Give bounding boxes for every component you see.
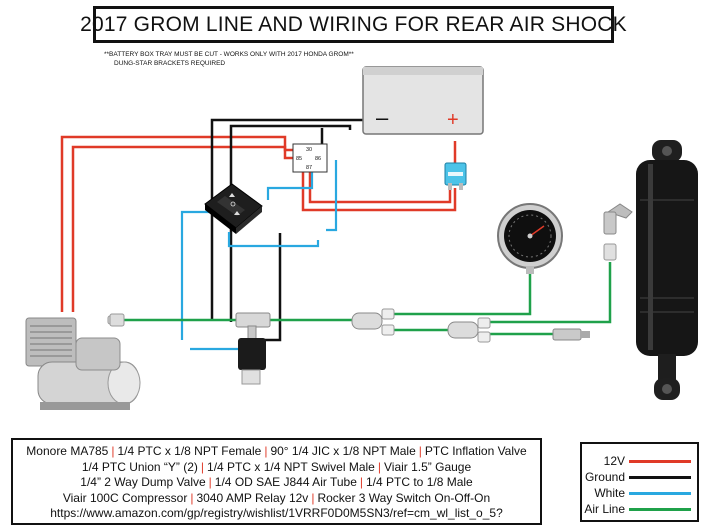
- legend-swatch-white: [629, 492, 691, 495]
- legend-row-12v: 12V: [582, 453, 697, 469]
- relay-pin-85: 85: [296, 156, 302, 162]
- part-viair-gauge: Viair 1.5” Gauge: [383, 459, 472, 474]
- battery-negative-label: –: [376, 105, 389, 130]
- parts-line-4: Viair 100C Compressor|3040 AMP Relay 12v…: [62, 490, 491, 505]
- battery-icon: – +: [362, 66, 484, 135]
- parts-line-5: https://www.amazon.com/gp/registry/wishl…: [17, 506, 536, 522]
- dump-valve-icon: [235, 312, 271, 385]
- legend-row-ground: Ground: [582, 469, 697, 485]
- part-rocker-switch: Rocker 3 Way Switch On-Off-On: [317, 490, 491, 505]
- legend-swatch-ground: [629, 476, 691, 479]
- wires-12v: [60, 135, 457, 312]
- legend-label: Ground: [584, 470, 625, 484]
- legend: 12V Ground White Air Line: [580, 442, 699, 522]
- title-box: 2017 GROM LINE AND WIRING FOR REAR AIR S…: [80, 6, 627, 43]
- gauge-icon: [497, 203, 563, 274]
- part-swivel-male: 1/4 PTC x 1/4 NPT Swivel Male: [207, 459, 375, 474]
- relay-icon: 30 85 86 87: [292, 143, 328, 173]
- battery-positive-label: +: [447, 109, 459, 131]
- wishlist-url: https://www.amazon.com/gp/registry/wishl…: [50, 506, 503, 521]
- note-battery-tray: **BATTERY BOX TRAY MUST BE CUT - WORKS O…: [104, 51, 354, 58]
- relay-pin-30: 30: [306, 147, 312, 153]
- y-union-icon-2: [447, 317, 491, 343]
- parts-line-3: 1/4” 2 Way Dump Valve|1/4 OD SAE J844 Ai…: [80, 475, 473, 490]
- parts-list: Monore MA785|1/4 PTC x 1/8 NPT Female|90…: [11, 438, 542, 525]
- compressor-icon: [25, 315, 141, 410]
- part-ptc-female: 1/4 PTC x 1/8 NPT Female: [117, 444, 262, 458]
- part-compressor: Viair 100C Compressor: [62, 490, 188, 505]
- part-ptc-male: 1/4 PTC to 1/8 Male: [366, 475, 473, 490]
- legend-row-air-line: Air Line: [582, 501, 697, 517]
- parts-line-1: Monore MA785|1/4 PTC x 1/8 NPT Female|90…: [26, 444, 527, 458]
- part-y-union: 1/4 PTC Union “Y” (2): [81, 459, 198, 474]
- fitting-compressor-outlet: [109, 313, 125, 327]
- fuse-icon: [444, 162, 467, 190]
- page-title: 2017 GROM LINE AND WIRING FOR REAR AIR S…: [80, 12, 627, 36]
- air-lines: [122, 262, 612, 336]
- part-dump-valve: 1/4” 2 Way Dump Valve: [80, 475, 206, 490]
- parts-line-2: 1/4 PTC Union “Y” (2)|1/4 PTC x 1/4 NPT …: [81, 459, 472, 474]
- part-air-tube: 1/4 OD SAE J844 Air Tube: [214, 475, 357, 490]
- legend-row-white: White: [582, 485, 697, 501]
- wires-white: [180, 160, 338, 351]
- note-brackets: DUNG-STAR BRACKETS REQUIRED: [114, 60, 226, 67]
- inflation-valve-icon: [552, 328, 590, 341]
- legend-swatch-12v: [629, 460, 691, 463]
- part-jic-elbow: 90° 1/4 JIC x 1/8 NPT Male: [270, 444, 416, 458]
- air-shock-icon: [603, 140, 698, 400]
- legend-swatch-air-line: [629, 508, 691, 511]
- part-inflation-valve: PTC Inflation Valve: [424, 444, 527, 458]
- relay-pin-86: 86: [315, 156, 321, 162]
- wiring-diagram: – + 30 85 86 87: [25, 66, 698, 410]
- part-gauge: Monore MA785: [26, 444, 109, 458]
- y-union-icon: [351, 308, 395, 336]
- rocker-switch-icon: [204, 183, 263, 234]
- legend-label: White: [594, 486, 625, 500]
- legend-label: Air Line: [584, 502, 625, 516]
- legend-label: 12V: [603, 454, 625, 468]
- relay-pin-87: 87: [306, 165, 312, 171]
- part-relay: 3040 AMP Relay 12v: [196, 490, 309, 505]
